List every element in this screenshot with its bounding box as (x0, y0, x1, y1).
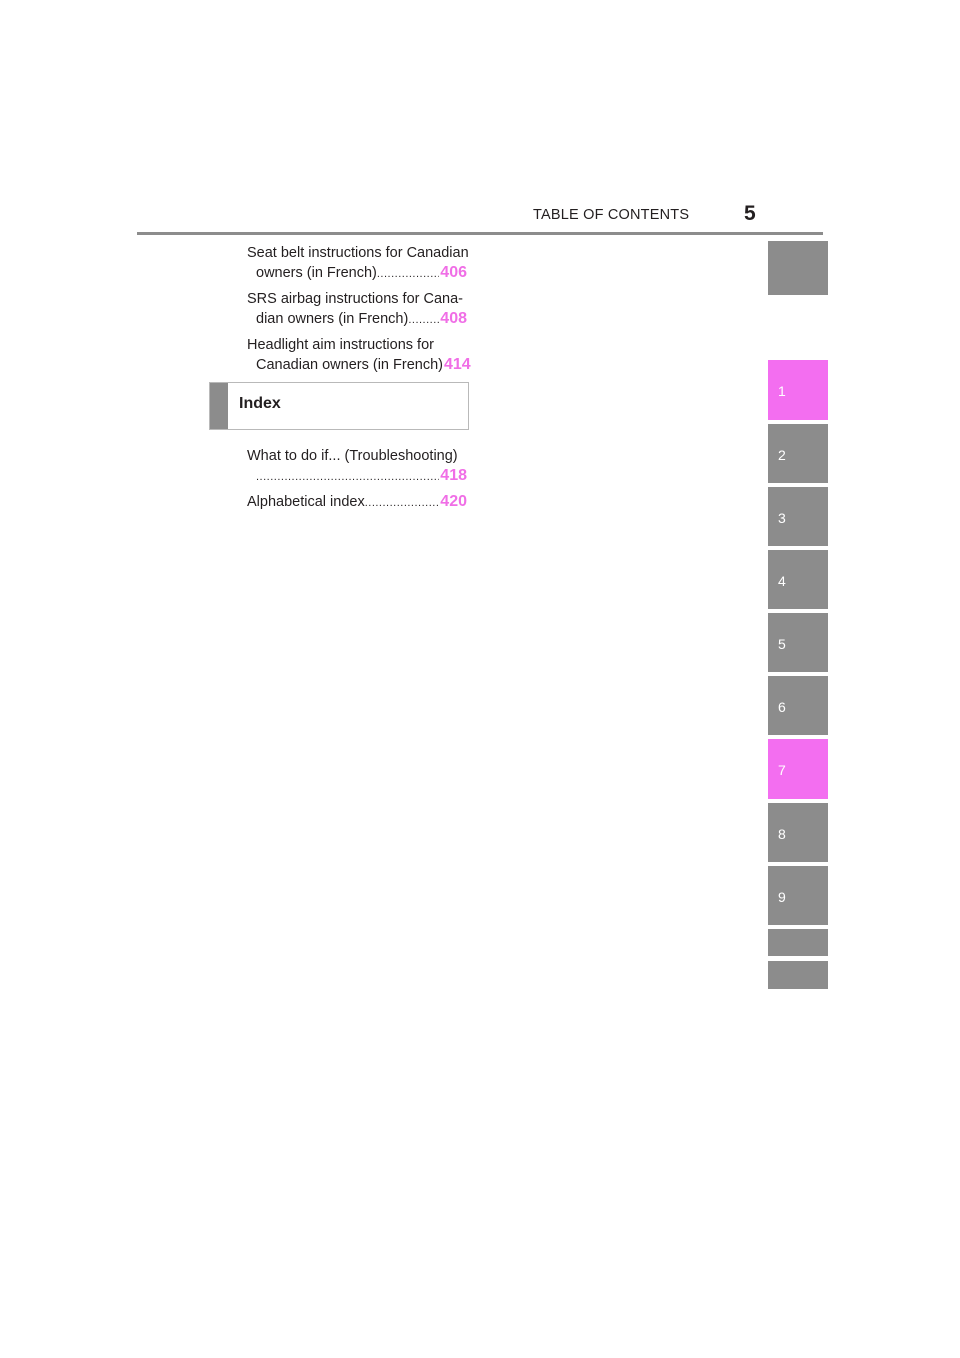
toc-page-number[interactable]: 406 (440, 264, 467, 281)
toc-page-number[interactable]: 420 (440, 493, 467, 510)
page-header-title: TABLE OF CONTENTS (533, 207, 690, 223)
toc-page-number[interactable]: 418 (440, 467, 467, 484)
toc-entry-title: Alphabetical index (247, 494, 365, 510)
leader-dots (256, 467, 439, 487)
chapter-tab-label: 8 (778, 826, 786, 842)
chapter-tab-label: 9 (778, 889, 786, 905)
chapter-tab-7[interactable]: 7 (768, 739, 828, 799)
chapter-tab-label: 5 (778, 636, 786, 652)
leader-dots (408, 310, 439, 330)
toc-list-bottom: What to do if... (Troubleshooting) 418 A… (247, 446, 467, 518)
leader-dots (365, 493, 440, 513)
chapter-tab-9[interactable]: 9 (768, 866, 828, 925)
header-divider (137, 232, 823, 235)
chapter-tab-8[interactable]: 8 (768, 803, 828, 862)
chapter-tab-blank[interactable] (768, 929, 828, 956)
chapter-tab-label: 4 (778, 573, 786, 589)
toc-entry[interactable]: Seat belt instructions for Canadian owne… (247, 243, 469, 284)
toc-entry-title-cont: owners (in French) (256, 265, 377, 281)
chapter-tab-label: 7 (778, 762, 786, 778)
chapter-tab-label: 3 (778, 510, 786, 526)
chapter-tab-1[interactable]: 1 (768, 360, 828, 420)
chapter-tab-6[interactable]: 6 (768, 676, 828, 735)
chapter-tab-4[interactable]: 4 (768, 550, 828, 609)
chapter-tab-2[interactable]: 2 (768, 424, 828, 483)
chapter-tab-label: 1 (778, 383, 786, 399)
toc-entry[interactable]: What to do if... (Troubleshooting) 418 (247, 446, 467, 487)
chapter-tab-blank[interactable] (768, 961, 828, 989)
chapter-tab-3[interactable]: 3 (768, 487, 828, 546)
toc-entry-title: SRS airbag instructions for Cana- (247, 291, 463, 307)
toc-page-number[interactable]: 408 (440, 310, 467, 327)
chapter-tab-5[interactable]: 5 (768, 613, 828, 672)
chapter-tab-label: 6 (778, 699, 786, 715)
toc-entry-title-cont: dian owners (in French) (256, 311, 409, 327)
toc-list-top: Seat belt instructions for Canadian owne… (247, 243, 471, 380)
toc-entry-title: Headlight aim instructions for (247, 337, 434, 353)
section-marker-bar (210, 383, 228, 429)
page-number: 5 (744, 202, 756, 225)
toc-page-number[interactable]: 414 (443, 356, 471, 373)
leader-dots (377, 264, 439, 284)
toc-entry[interactable]: Headlight aim instructions for Canadian … (247, 335, 471, 375)
section-title: Index (239, 395, 281, 412)
toc-entry-title: Seat belt instructions for Canadian (247, 245, 469, 261)
toc-entry-title: What to do if... (Troubleshooting) (247, 448, 458, 464)
chapter-tab-blank[interactable] (768, 241, 828, 295)
toc-entry[interactable]: SRS airbag instructions for Cana- dian o… (247, 289, 467, 330)
section-header-index: Index (209, 382, 469, 430)
toc-entry-title-cont: Canadian owners (in French) (256, 357, 443, 373)
chapter-tab-label: 2 (778, 447, 786, 463)
toc-entry[interactable]: Alphabetical index 420 (247, 492, 467, 513)
